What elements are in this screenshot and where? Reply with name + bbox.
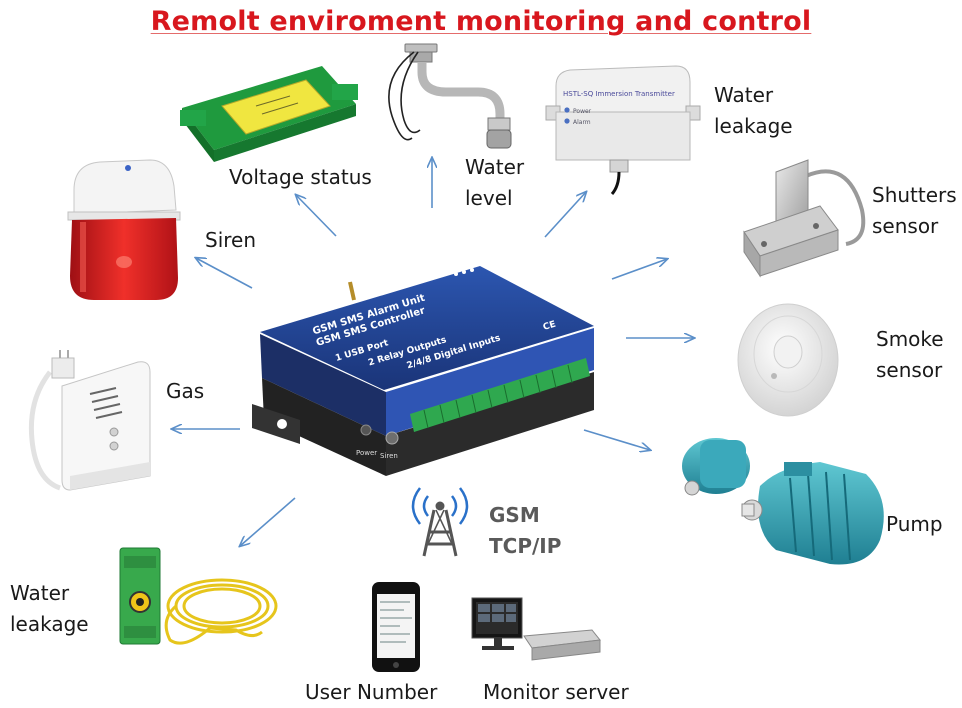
label-pump: Pump (886, 512, 943, 536)
arrow-to-siren (196, 258, 253, 289)
arrow-to-pump (583, 429, 650, 450)
connection-arrows (172, 158, 694, 546)
label-water-leakage-bottom: Water leakage (10, 581, 89, 636)
phone-icon (372, 582, 420, 672)
label-monitor-server: Monitor server (483, 680, 629, 704)
arrow-to-water-leakage (240, 497, 296, 546)
label-water-leakage-top: Water leakage (714, 83, 793, 138)
device-cert-mark: CE (542, 320, 557, 333)
device-siren-port: Siren (380, 452, 398, 460)
label-gas: Gas (166, 379, 205, 403)
label-voltage-status: Voltage status (229, 165, 372, 189)
label-smoke-sensor: Smoke sensor (876, 327, 944, 382)
device-power-port: Power (356, 449, 377, 457)
label-gsm-tcpip: GSM TCP/IP (489, 503, 562, 558)
transmitter-label: HSTL-SQ Immersion Transmitter (563, 90, 675, 98)
immersion-transmitter-icon: HSTL-SQ Immersion Transmitter Power Alar… (545, 65, 701, 195)
label-shutters-sensor: Shutters sensor (872, 183, 957, 238)
transmitter-led-alarm: Alarm (573, 119, 591, 126)
label-siren: Siren (205, 228, 257, 252)
server-icon (471, 597, 601, 661)
arrow-to-voltage (296, 195, 337, 237)
smoke-detector-icon (737, 303, 839, 417)
antenna-tower-icon (411, 487, 469, 557)
siren-icon (67, 159, 181, 300)
gsm-alarm-unit: Power Siren GSM SMS Alarm Unit GSM SMS C… (252, 266, 594, 476)
shutter-sensor-icon (743, 159, 866, 278)
transmitter-led-power: Power (573, 108, 592, 115)
pump-motor-icon (682, 438, 884, 565)
voltage-module-icon (180, 66, 358, 162)
float-switch-icon (388, 43, 512, 149)
gas-detector-icon (28, 350, 151, 491)
arrow-to-transmitter (544, 192, 586, 238)
label-user-number: User Number (305, 680, 438, 704)
label-water-level: Water level (465, 155, 525, 210)
leak-cable-icon (119, 547, 278, 645)
arrow-to-shutters (611, 259, 667, 280)
page-title: Remolt enviroment monitoring and control (150, 6, 812, 37)
